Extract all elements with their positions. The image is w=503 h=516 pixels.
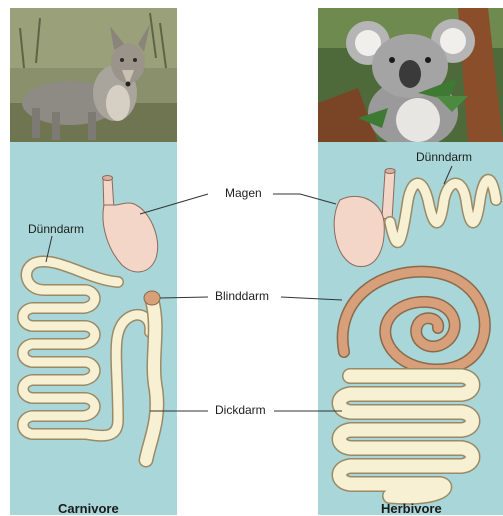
blinddarm-leader-left [160, 297, 208, 298]
carnivore-caecum [144, 291, 160, 305]
label-dickdarm: Dickdarm [215, 403, 266, 417]
label-duenndarm-right: Dünndarm [416, 150, 472, 164]
magen-leader-right [273, 194, 336, 204]
label-magen: Magen [225, 186, 262, 200]
herbivore-large-intestine [340, 376, 473, 497]
herbivore-stomach [334, 196, 384, 266]
carnivore-stomach [103, 203, 158, 272]
carnivore-tract [23, 176, 160, 461]
label-blinddarm: Blinddarm [215, 289, 269, 303]
herbivore-tract [334, 169, 496, 497]
magen-leader-left [140, 194, 208, 214]
blinddarm-leader-right [281, 297, 342, 300]
caption-carnivore: Carnivore [58, 501, 119, 516]
caption-herbivore: Herbivore [381, 501, 442, 516]
label-duenndarm-left: Dünndarm [28, 222, 84, 236]
herbivore-esophagus [382, 170, 395, 220]
